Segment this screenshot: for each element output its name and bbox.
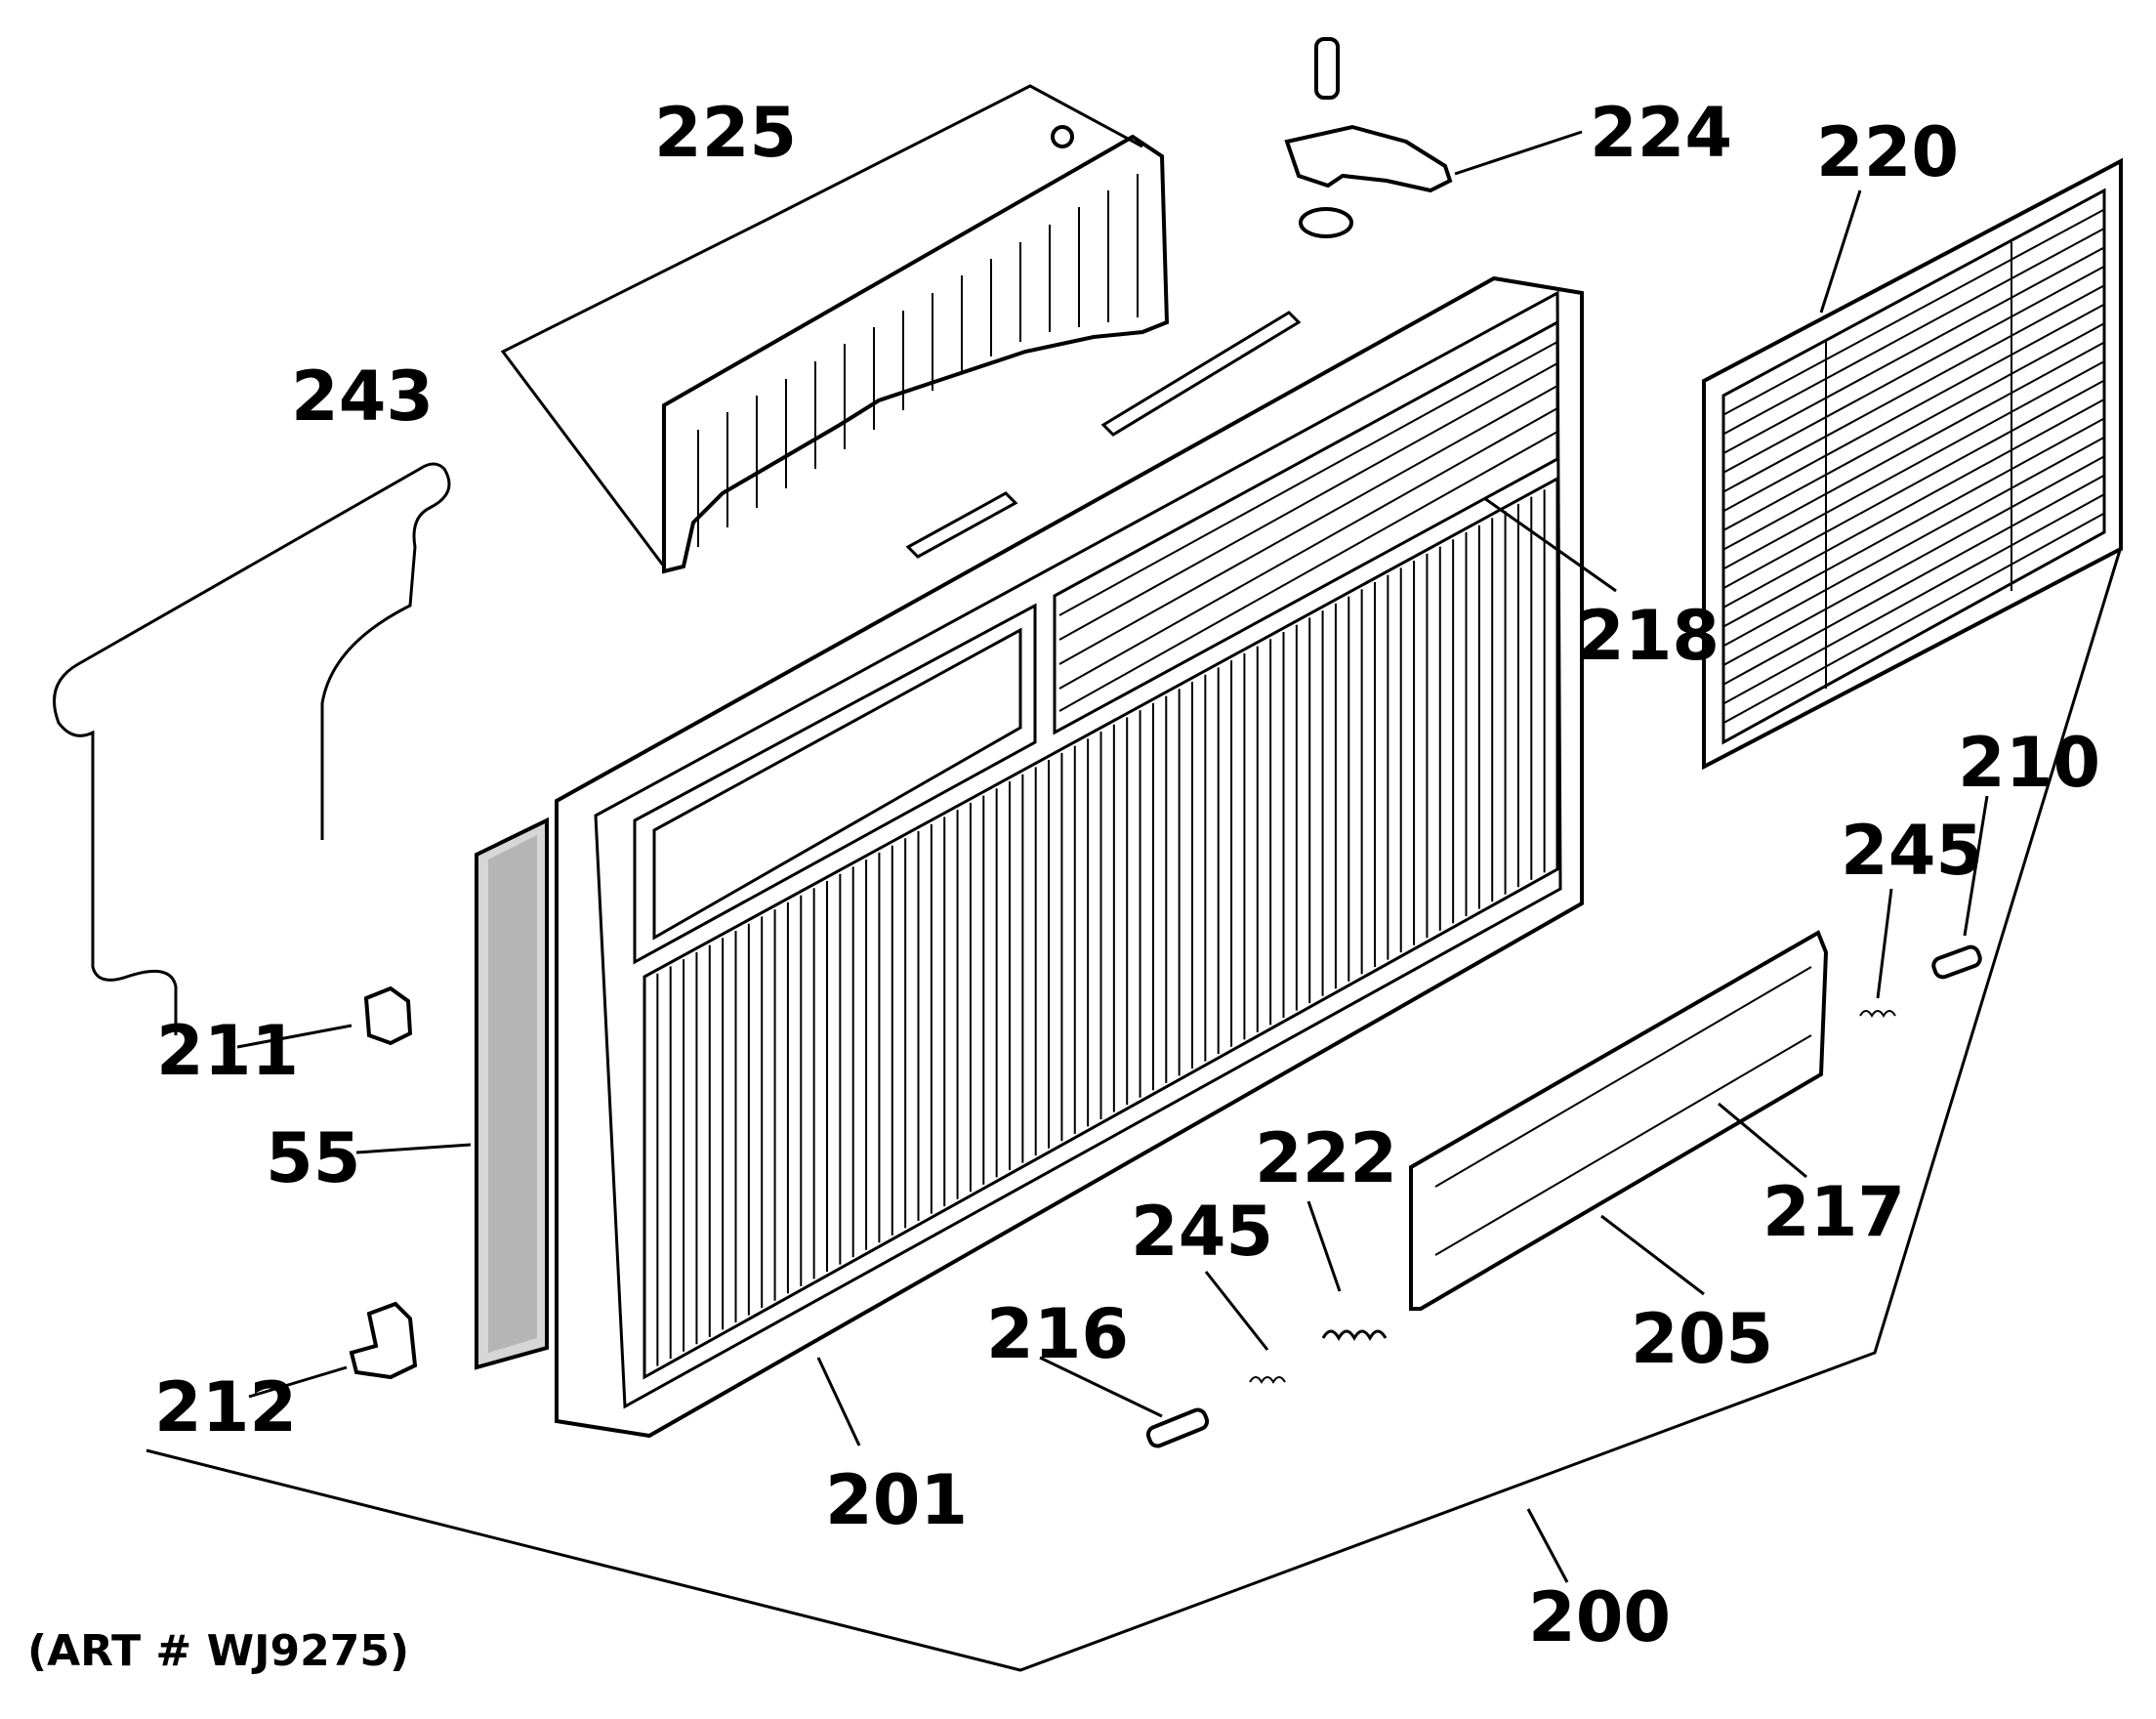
side-grille-bar	[1722, 265, 2105, 474]
louver-slats	[697, 174, 1139, 547]
side-grille-bar	[1722, 379, 2105, 590]
side-grille-bar	[1722, 303, 2105, 513]
side-grille-bar	[1722, 474, 2105, 686]
callout-217: 217	[1762, 1172, 1905, 1252]
part-201-front-frame	[555, 275, 1584, 1439]
leader-201	[816, 1357, 861, 1446]
side-grille-bar	[1722, 341, 2105, 551]
callout-243: 243	[291, 356, 434, 437]
side-grille-bar	[1722, 208, 2105, 416]
callout-211: 211	[156, 1011, 299, 1091]
leader-245-left	[1204, 1271, 1269, 1351]
leader-222	[1306, 1200, 1342, 1292]
callout-245-right: 245	[1841, 811, 1983, 891]
callout-225: 225	[654, 93, 797, 173]
leader-245-right	[1876, 888, 1893, 999]
leader-200-bracket	[145, 546, 2123, 1672]
leader-224	[1454, 130, 1583, 176]
leader-216	[1039, 1356, 1163, 1418]
side-grille-bar	[1722, 512, 2105, 725]
upper-grille-bars	[1058, 341, 1558, 712]
part-205-lower-door	[1409, 930, 1829, 1311]
side-grille-bar	[1722, 436, 2105, 648]
leader-211	[236, 1024, 352, 1049]
part-212-clip	[349, 1301, 418, 1380]
callout-216: 216	[986, 1294, 1129, 1374]
part-245-spring-right	[1859, 1010, 1896, 1018]
part-220-side-grille	[1702, 157, 2123, 771]
callout-210: 210	[1958, 723, 2100, 803]
side-grille-bar	[1722, 493, 2105, 705]
leader-210	[1963, 795, 1989, 937]
part-225-louver	[662, 125, 1170, 574]
side-grille-bar	[1722, 455, 2105, 666]
callout-245-left: 245	[1131, 1192, 1273, 1272]
callout-218: 218	[1577, 596, 1720, 676]
part-211-clip	[363, 985, 413, 1046]
side-grille-bar	[1722, 228, 2105, 436]
callout-222: 222	[1255, 1118, 1397, 1198]
part-222-spring	[1321, 1329, 1388, 1342]
side-grille-bar	[1722, 417, 2105, 628]
callout-205: 205	[1631, 1299, 1773, 1379]
leader-220	[1819, 189, 1862, 314]
leader-212	[248, 1365, 348, 1399]
leader-218	[1483, 496, 1617, 593]
callout-212: 212	[154, 1367, 297, 1447]
part-55-filter	[475, 817, 549, 1370]
leader-200	[1526, 1508, 1569, 1583]
side-grille-bar	[1722, 284, 2105, 493]
part-224-linkage	[1284, 37, 1453, 238]
leader-205	[1600, 1214, 1705, 1296]
leader-55	[355, 1143, 472, 1154]
part-245-spring-left	[1249, 1376, 1286, 1384]
side-grille-bar	[1722, 246, 2105, 455]
leader-225-lower	[500, 218, 767, 567]
hinge-clips	[905, 311, 1302, 559]
callout-55: 55	[266, 1118, 360, 1198]
art-number: (ART # WJ9275)	[27, 1626, 409, 1676]
side-grille-bar	[1722, 360, 2105, 570]
side-grille-bar	[1722, 322, 2105, 531]
vertical-grille-fins	[656, 489, 1546, 1366]
callout-200: 200	[1528, 1577, 1671, 1657]
callout-224: 224	[1590, 93, 1732, 173]
part-216-pin	[1145, 1407, 1210, 1448]
leader-217	[1718, 1102, 1807, 1179]
leader-225	[766, 84, 1143, 222]
callout-201: 201	[825, 1460, 968, 1540]
part-210-pin	[1931, 944, 1982, 980]
side-grille-bars	[1722, 208, 2105, 725]
part-243-curtain	[53, 462, 451, 1035]
callout-220: 220	[1816, 112, 1959, 192]
side-grille-bar	[1722, 398, 2105, 608]
